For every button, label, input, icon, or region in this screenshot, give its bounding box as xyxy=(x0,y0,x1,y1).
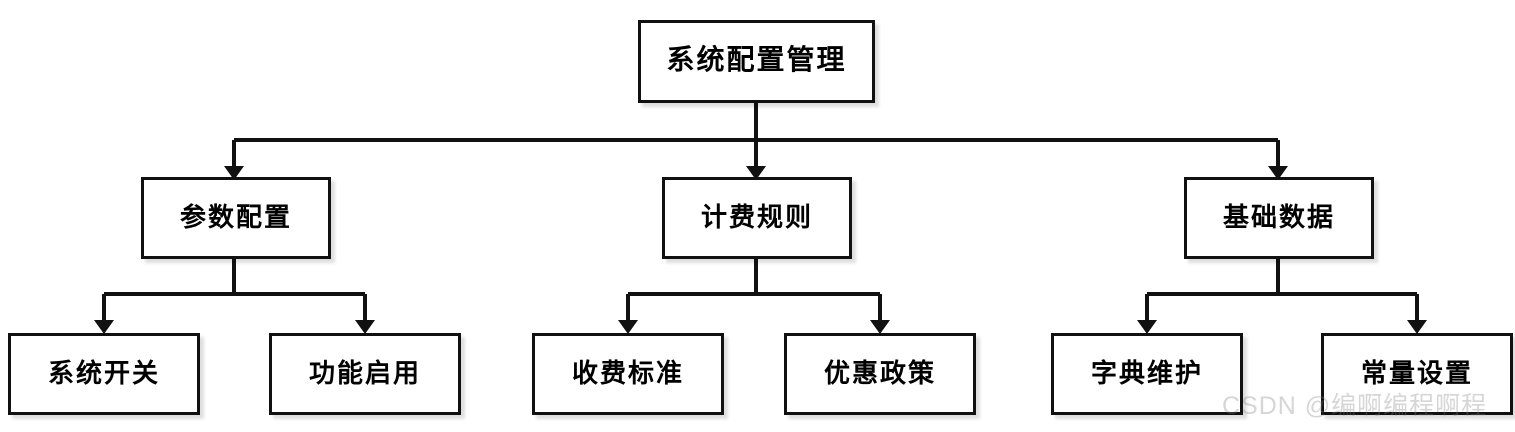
node-branch-3[interactable]: 基础数据 xyxy=(1184,177,1374,259)
arrow-head-leaf-4 xyxy=(870,320,890,334)
node-root[interactable]: 系统配置管理 xyxy=(638,20,875,103)
node-leaf-3-label: 收费标准 xyxy=(571,358,684,388)
arrow-head-leaf-5 xyxy=(1137,320,1157,334)
node-leaf-1-label: 系统开关 xyxy=(47,358,160,388)
node-branch-2-label: 计费规则 xyxy=(700,202,813,232)
node-leaf-6[interactable]: 常量设置 xyxy=(1321,333,1513,415)
node-leaf-2-label: 功能启用 xyxy=(308,358,421,388)
node-root-label: 系统配置管理 xyxy=(666,45,847,77)
node-leaf-3[interactable]: 收费标准 xyxy=(532,333,724,415)
arrow-head-leaf-1 xyxy=(94,320,114,334)
node-leaf-2[interactable]: 功能启用 xyxy=(269,333,461,415)
arrow-head-leaf-3 xyxy=(618,320,638,334)
arrow-head-leaf-6 xyxy=(1407,320,1427,334)
csdn-watermark: CSDN @编啊编程啊程 xyxy=(1222,392,1488,420)
node-leaf-1[interactable]: 系统开关 xyxy=(8,333,200,415)
node-leaf-5-label: 字典维护 xyxy=(1090,358,1203,388)
arrow-head-leaf-2 xyxy=(355,320,375,334)
node-branch-3-label: 基础数据 xyxy=(1222,202,1335,232)
node-leaf-5[interactable]: 字典维护 xyxy=(1051,333,1243,415)
node-leaf-4[interactable]: 优惠政策 xyxy=(784,333,976,415)
node-branch-1[interactable]: 参数配置 xyxy=(141,177,331,259)
node-branch-2[interactable]: 计费规则 xyxy=(662,177,852,259)
node-branch-1-label: 参数配置 xyxy=(179,202,292,232)
node-leaf-4-label: 优惠政策 xyxy=(823,358,936,388)
node-leaf-6-label: 常量设置 xyxy=(1360,358,1473,388)
